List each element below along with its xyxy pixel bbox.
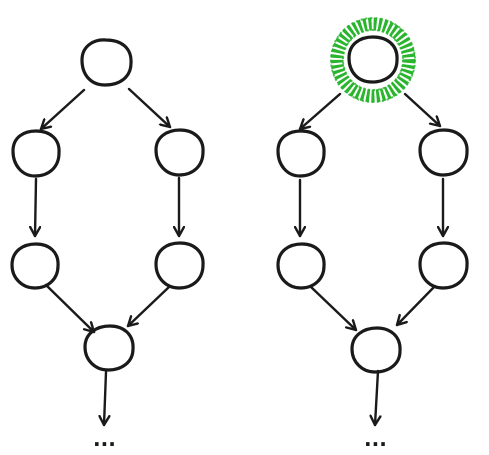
node-top-red [347,35,399,84]
node-top-red [80,38,133,87]
edge-bottom-continue [375,369,378,427]
highlight-ring [330,17,416,103]
edge-left-to-bottom [309,285,358,332]
left-diagram: ... [10,38,205,451]
node-left-yellow-1 [276,129,326,178]
edge-top-to-right [403,92,442,128]
node-right-blue-1 [154,128,205,177]
edge-left-column-down [35,177,36,238]
node-left-yellow-1 [11,129,61,178]
edge-left-to-bottom [44,283,96,334]
node-left-yellow-2 [10,242,60,290]
edge-bottom-continue [104,370,106,427]
node-right-blue-1 [418,128,469,177]
edge-top-to-left [39,88,86,131]
right-diagram: ... [276,17,469,451]
node-right-blue-2 [418,241,469,290]
edge-top-to-left [298,92,342,131]
continuation-ellipsis: ... [93,427,116,451]
edge-top-to-right [127,87,172,129]
node-left-yellow-2 [276,242,326,290]
edge-right-to-bottom [126,285,171,328]
node-bottom-red [350,326,402,374]
edge-right-to-bottom [395,284,437,327]
node-right-blue-2 [154,241,205,290]
node-bottom-red [83,324,135,372]
continuation-ellipsis: ... [364,427,387,451]
